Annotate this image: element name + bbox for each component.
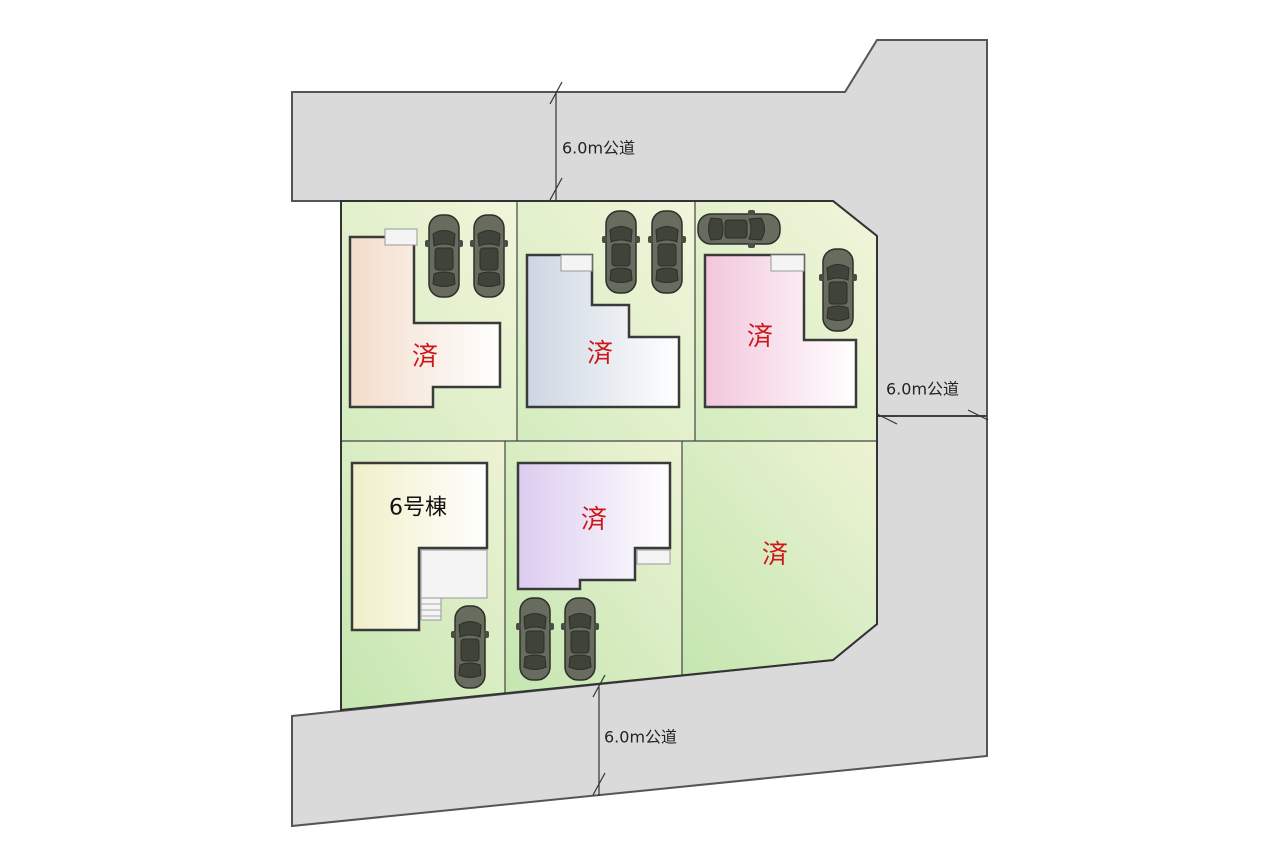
south-road-dimension: [592, 674, 606, 796]
lot-north-2-label: 済: [587, 339, 613, 369]
lot-south-3-label: 済: [762, 540, 788, 570]
porch: [770, 254, 805, 272]
house-south-2: [516, 461, 672, 591]
lot-north-1-label: 済: [412, 342, 438, 372]
car: [601, 210, 641, 294]
car: [560, 597, 600, 681]
car: [515, 597, 555, 681]
south-road-label: 6.0m公道: [604, 728, 677, 747]
porch: [560, 254, 593, 272]
car: [424, 214, 464, 298]
porch: [384, 228, 418, 246]
north-road-dimension: [549, 81, 563, 201]
lot-south-3: [682, 441, 877, 675]
site-boundary: [340, 200, 878, 712]
car: [647, 210, 687, 294]
house-north-2: [525, 253, 681, 409]
house-north-3: [703, 253, 858, 409]
porch: [636, 549, 671, 565]
house-north-1: [348, 228, 502, 409]
north-road-label: 6.0m公道: [562, 139, 635, 158]
steps: [420, 597, 442, 621]
lot-north-3-label: 済: [747, 322, 773, 352]
east-road-dimension: [876, 409, 989, 425]
car: [469, 214, 509, 298]
east-road-label: 6.0m公道: [886, 380, 959, 399]
lot-south-1-label: 6号棟: [389, 496, 447, 521]
house-south-1: [350, 461, 489, 632]
car: [697, 209, 781, 249]
lot-south-2-label: 済: [581, 505, 607, 535]
porch: [420, 549, 488, 599]
car: [818, 248, 858, 332]
car: [450, 605, 490, 689]
